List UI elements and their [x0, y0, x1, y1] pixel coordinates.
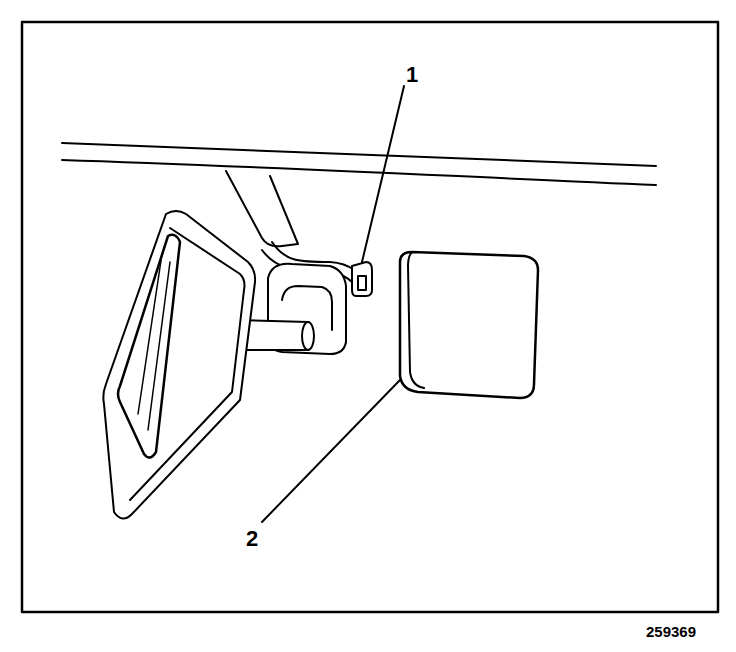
figure-frame: [22, 22, 718, 612]
leader-line: [262, 380, 400, 522]
figure-number: 259369: [646, 624, 696, 639]
mirror-glass: [118, 235, 180, 458]
callout-number: 2: [246, 528, 258, 550]
module-edge: [408, 252, 424, 388]
windshield-edge: [62, 160, 656, 185]
electrical-connector: [352, 262, 372, 296]
connector-face: [358, 276, 366, 290]
mirror-stem: [226, 171, 298, 246]
mirror-pivot-end: [302, 322, 314, 350]
glass-reflection: [138, 254, 162, 414]
mirror-housing: [103, 211, 255, 519]
callout-number: 1: [406, 64, 418, 86]
glass-reflection: [148, 262, 170, 430]
leader-line: [362, 86, 404, 262]
compass-module: [400, 252, 538, 398]
